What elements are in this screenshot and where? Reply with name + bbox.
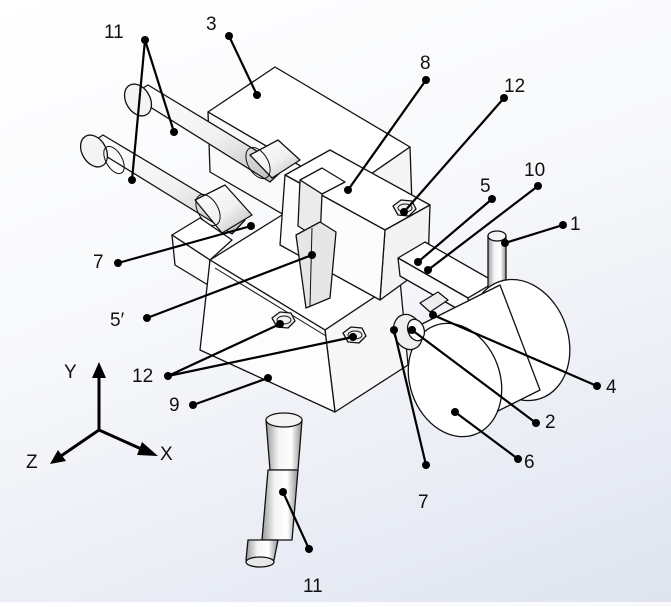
upper-cylinder [123, 83, 301, 183]
roller-part-6 [407, 278, 571, 438]
coordinate-axes: Y Z X [26, 362, 173, 473]
callout-11-top: 11 [104, 22, 124, 43]
callout-5: 5 [480, 176, 491, 197]
callout-8: 8 [420, 53, 431, 74]
callout-2: 2 [545, 412, 556, 433]
slot-bar-part-5-prime [295, 221, 337, 309]
callout-3: 3 [206, 14, 217, 35]
callout-5-prime: 5′ [110, 310, 125, 331]
callout-7-bottom: 7 [418, 492, 429, 513]
callout-6: 6 [524, 452, 535, 473]
lower-cylinder-part-11 [245, 412, 303, 568]
axis-label-y: Y [64, 362, 77, 383]
callout-7-left: 7 [93, 252, 104, 273]
callout-11-bottom: 11 [303, 576, 323, 597]
axis-label-x: X [160, 444, 173, 465]
lower-cylinder [79, 134, 253, 235]
callout-12-top: 12 [504, 76, 525, 97]
axis-label-z: Z [26, 452, 38, 473]
leader-lines [117, 35, 598, 550]
rear-cylinders-part-11 [79, 83, 301, 235]
leader-dots [114, 32, 601, 553]
callout-10: 10 [524, 160, 545, 181]
callout-12-left: 12 [132, 366, 153, 387]
callout-9: 9 [169, 395, 180, 416]
callout-1: 1 [570, 214, 581, 235]
callout-4: 4 [606, 377, 617, 398]
callout-labels: 11 3 8 12 5 10 1 7 5′ 12 9 4 2 6 7 11 [93, 14, 617, 597]
